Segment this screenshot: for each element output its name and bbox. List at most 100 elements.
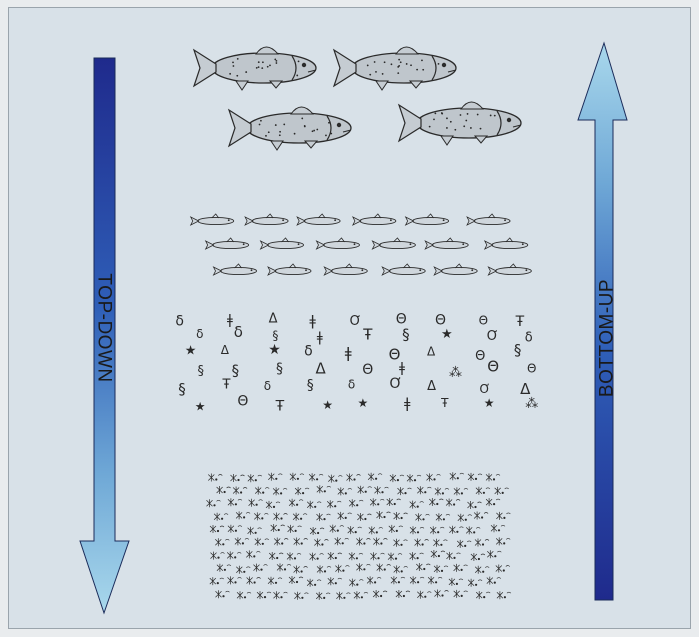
phytoplankton-cell xyxy=(369,526,383,534)
phytoplankton-cell xyxy=(457,540,471,548)
phytoplankton-cell xyxy=(228,576,242,584)
phytoplankton-cell xyxy=(435,590,449,598)
zooplankton-organism: Ơ xyxy=(350,314,362,329)
phytoplankton-cell xyxy=(447,552,461,560)
phytoplankton-cell xyxy=(336,592,350,600)
phytoplankton-cell xyxy=(247,577,261,585)
zooplankton-organism: Δ xyxy=(269,312,278,327)
small-fish xyxy=(268,264,311,275)
zooplankton-organism: Ŧ xyxy=(222,377,231,392)
small-fish xyxy=(261,238,304,249)
phytoplankton-cell xyxy=(496,565,510,573)
phytoplankton-cell xyxy=(468,501,482,509)
phytoplankton-cell xyxy=(433,539,447,547)
phytoplankton-cell xyxy=(317,513,331,521)
phytoplankton-cell xyxy=(268,577,282,585)
phytoplankton-cell xyxy=(387,498,401,506)
zooplankton-organism: ⁂ xyxy=(449,366,462,381)
small-fish xyxy=(488,264,531,275)
phytoplankton-cell xyxy=(368,473,382,481)
zooplankton-organism: Ơ xyxy=(390,376,403,392)
zooplankton-organism: ǂ xyxy=(345,344,352,362)
phytoplankton-cell xyxy=(449,526,463,534)
zooplankton-organism: § xyxy=(402,326,410,344)
phytoplankton-cell xyxy=(307,579,321,587)
phytoplankton-cell xyxy=(431,550,445,558)
phytoplankton-cell xyxy=(349,579,363,587)
zooplankton-organism: Δ xyxy=(427,379,436,394)
phytoplankton-cell xyxy=(254,564,268,572)
phytoplankton-cell xyxy=(454,564,468,572)
zooplankton-organism: Θ xyxy=(527,362,536,376)
phytoplankton-cell xyxy=(327,500,341,508)
phytoplankton-cell xyxy=(255,538,269,546)
zooplankton-organism: § xyxy=(232,361,240,379)
zooplankton-organism: Ŧ xyxy=(362,325,373,343)
phytoplankton-cell xyxy=(429,498,443,506)
small-fish xyxy=(324,264,367,275)
phytoplankton-cell xyxy=(396,590,410,598)
phytoplankton-cell xyxy=(377,564,391,572)
phytoplankton-cell xyxy=(474,512,488,520)
phytoplankton-cell xyxy=(458,514,472,522)
small-fish xyxy=(297,214,340,225)
phytoplankton-cell xyxy=(497,591,511,599)
phytoplankton-cell xyxy=(347,474,361,482)
phytoplankton-cell xyxy=(210,577,224,585)
phytoplankton-cell xyxy=(466,526,480,534)
phytoplankton-cell xyxy=(335,565,349,573)
phytoplankton-cell xyxy=(388,553,402,561)
phytoplankton-cell xyxy=(227,551,241,559)
phytoplankton-cell xyxy=(235,537,249,545)
phytoplankton-cell xyxy=(417,591,431,599)
phytoplankton-cell xyxy=(427,473,441,481)
zooplankton-organism: ★ xyxy=(185,344,197,359)
phytoplankton-cell xyxy=(391,576,405,584)
small-fish xyxy=(191,214,234,225)
zooplankton-organism: δ xyxy=(234,323,243,341)
phytoplankton-cell xyxy=(248,474,262,482)
zooplankton-organism: ★ xyxy=(322,398,333,412)
zooplankton-organism: Θ xyxy=(479,313,488,327)
zooplankton-organism: Θ xyxy=(362,362,373,378)
zooplankton-organism: Θ xyxy=(487,358,499,376)
phytoplankton-cell xyxy=(294,592,308,600)
phytoplankton-cell xyxy=(273,487,287,495)
phytoplankton-cell xyxy=(211,552,225,560)
zooplankton-organism: Δ xyxy=(316,359,327,377)
phytoplankton-cell xyxy=(449,578,463,586)
zooplankton-organism: Δ xyxy=(221,343,230,357)
zooplankton-organism: Θ xyxy=(237,393,248,409)
zooplankton-organism: § xyxy=(307,377,314,393)
phytoplankton-cell xyxy=(486,473,500,481)
phytoplankton-cell xyxy=(316,592,330,600)
phytoplankton-cell xyxy=(367,576,381,584)
zooplankton-organism: Θ xyxy=(475,349,485,364)
phytoplankton-cell xyxy=(255,487,269,495)
phytoplankton-cell xyxy=(237,591,251,599)
phytoplankton-cell xyxy=(274,513,288,521)
phytoplankton-cell xyxy=(468,473,482,481)
small-fish xyxy=(467,214,510,225)
zooplankton-organism: ★ xyxy=(441,327,453,342)
phytoplankton-cell xyxy=(335,537,349,545)
phytoplankton-cell xyxy=(338,487,352,495)
phytoplankton-cell xyxy=(373,590,387,598)
zooplankton-organism: ǂ xyxy=(317,330,323,345)
phytoplankton-cell xyxy=(294,566,308,574)
zooplankton-layer: δǂΔǂƠΘΘΘŦδδ§ǂŦ§★Ơδ★Δ★δǂΘΔΘ§§§§ΔΘǂ⁂ΘΘ§Ŧδ§… xyxy=(175,311,538,414)
phytoplankton-cell xyxy=(328,577,342,585)
phytoplankton-cell xyxy=(430,526,444,534)
phytoplankton-cell xyxy=(236,511,250,519)
zooplankton-organism: δ xyxy=(175,313,184,329)
small-fish-layer xyxy=(191,214,532,275)
phytoplankton-cell xyxy=(410,576,424,584)
phytoplankton-cell xyxy=(410,526,424,534)
small-fish xyxy=(372,238,415,249)
zooplankton-organism: ★ xyxy=(268,342,281,358)
zooplankton-organism: ǂ xyxy=(309,314,316,330)
zooplankton-organism: δ xyxy=(304,343,313,359)
phytoplankton-cell xyxy=(257,591,271,599)
small-fish xyxy=(206,238,249,249)
phytoplankton-cell xyxy=(314,539,328,547)
